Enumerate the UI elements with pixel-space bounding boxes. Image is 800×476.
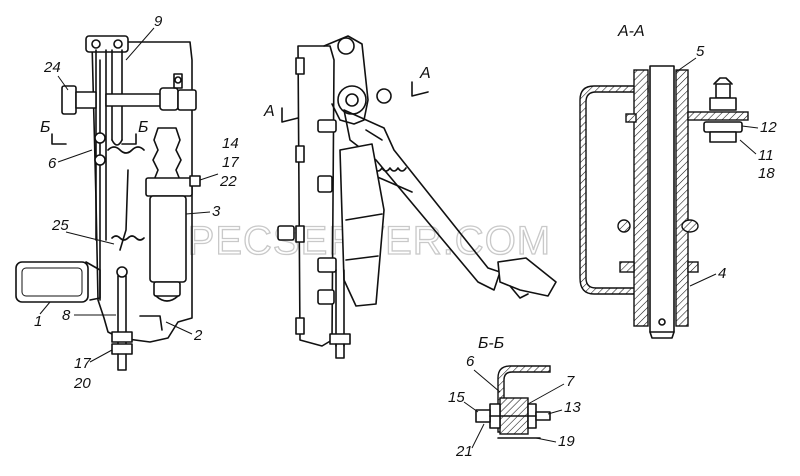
- label-aa-11: 11: [758, 147, 774, 164]
- label-bb-13: 13: [564, 399, 581, 416]
- cut-mark-b-right: Б: [138, 119, 148, 136]
- cut-mark-a-left: А: [263, 103, 275, 120]
- cut-mark-a-right: А: [419, 65, 431, 82]
- label-2: 2: [193, 327, 203, 344]
- label-20: 20: [73, 375, 91, 392]
- label-14: 14: [222, 135, 239, 152]
- section-a-a: А-А 5 12 11 18 4: [579, 23, 777, 339]
- nut-17: [111, 331, 133, 343]
- label-24: 24: [43, 59, 61, 76]
- label-bb-19: 19: [558, 433, 575, 450]
- label-17: 17: [222, 154, 239, 171]
- upper-arm: [323, 35, 369, 125]
- nut-12: [709, 97, 737, 111]
- label-17-lower: 17: [74, 355, 91, 372]
- master-cylinder-3: [149, 195, 187, 283]
- cylinder-front: [339, 143, 385, 307]
- label-3: 3: [212, 203, 221, 220]
- label-bb-6: 6: [466, 353, 475, 370]
- section-b-b: Б-Б 6 7 15 13 21 19: [448, 335, 581, 460]
- label-aa-5: 5: [696, 43, 705, 60]
- label-aa-12: 12: [760, 119, 777, 136]
- label-1: 1: [34, 313, 42, 330]
- rubber-boot: [152, 127, 182, 181]
- pedal-lever: [95, 49, 107, 241]
- label-bb-15: 15: [448, 389, 465, 406]
- view-side-assembly: [15, 35, 201, 371]
- pivot-hub: [337, 85, 367, 115]
- right-wall: [675, 69, 689, 327]
- flange-arm: [687, 111, 749, 121]
- label-aa-18: 18: [758, 165, 775, 182]
- bracket-plate: [91, 41, 193, 343]
- label-9: 9: [154, 13, 163, 30]
- label-aa-4: 4: [718, 265, 726, 282]
- return-spring-25: [119, 169, 129, 251]
- section-a-a-title: А-А: [617, 23, 645, 40]
- label-8: 8: [62, 307, 71, 324]
- shaft-5: [649, 65, 675, 333]
- label-25: 25: [51, 217, 69, 234]
- view-front-assembly: А А: [263, 35, 557, 359]
- bolt-head: [715, 83, 731, 99]
- section-b-b-title: Б-Б: [478, 335, 504, 352]
- washer-11: [703, 121, 743, 133]
- cut-mark-b-left: Б: [40, 119, 50, 136]
- left-wall: [633, 69, 649, 327]
- label-6: 6: [48, 155, 57, 172]
- label-bb-7: 7: [566, 373, 575, 390]
- pedal-pad-front: [497, 257, 557, 297]
- switch-24: [61, 85, 77, 115]
- label-22: 22: [219, 173, 237, 190]
- view1-callouts: 9 24 6 14 17 22 3 25 1 8 2 17 20 Б Б: [34, 13, 239, 392]
- cylinder-flange: [145, 177, 193, 197]
- label-bb-21: 21: [455, 443, 473, 460]
- pedal-pad-1: [15, 261, 89, 303]
